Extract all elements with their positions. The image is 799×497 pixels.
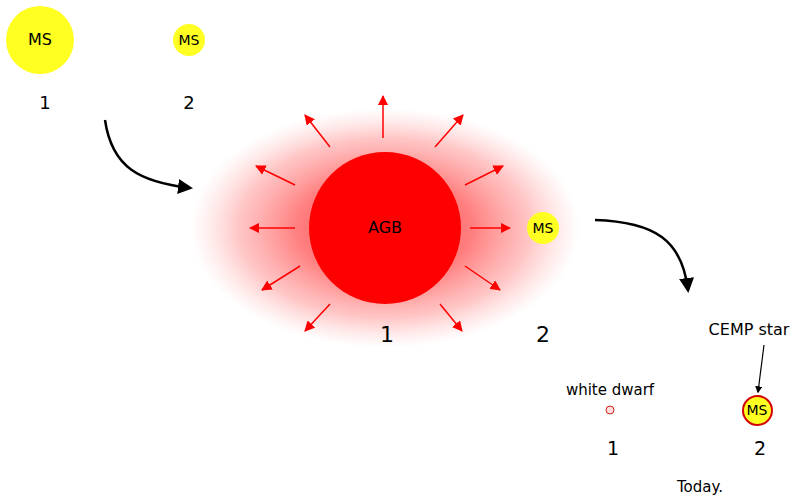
star-number: 1 bbox=[380, 324, 394, 346]
main-sequence-star: MS bbox=[173, 24, 205, 56]
star-type: MS bbox=[179, 33, 200, 47]
star-type: MS bbox=[28, 32, 52, 48]
star-disc bbox=[527, 212, 559, 244]
star-disc bbox=[173, 24, 205, 56]
time-arrow bbox=[105, 120, 190, 188]
object-label: white dwarf bbox=[566, 383, 654, 398]
star-disc bbox=[309, 152, 461, 304]
main-sequence-star: MS bbox=[6, 6, 74, 74]
star-type: MS bbox=[533, 221, 554, 235]
star-number: 1 bbox=[607, 439, 619, 458]
time-arrow bbox=[595, 220, 688, 290]
white-dwarf bbox=[606, 406, 614, 414]
cemp-star: MS bbox=[742, 395, 773, 426]
wind-arrows bbox=[250, 96, 510, 331]
star-number: 2 bbox=[183, 94, 194, 112]
star-type: MS bbox=[747, 403, 768, 417]
time-label: Today. bbox=[677, 480, 723, 495]
callout-label: CEMP star bbox=[709, 322, 790, 338]
star-number: 1 bbox=[39, 94, 50, 112]
star-number: 2 bbox=[754, 439, 766, 458]
main-sequence-star: MS bbox=[527, 212, 559, 244]
star-number: 2 bbox=[536, 324, 550, 346]
star-type: AGB bbox=[368, 220, 402, 236]
star-disc bbox=[743, 396, 772, 425]
star-disc bbox=[6, 6, 74, 74]
wind-glow bbox=[190, 108, 580, 348]
leader-line bbox=[758, 345, 764, 392]
agb-star: AGB bbox=[309, 152, 461, 304]
